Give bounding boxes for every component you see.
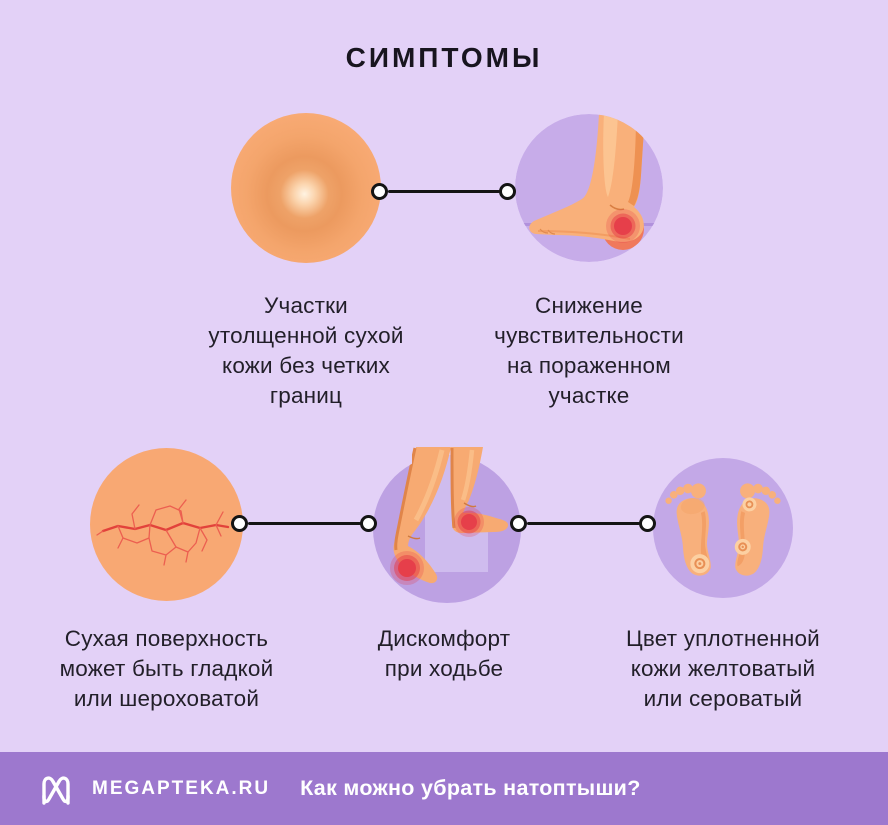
soles-scene-circle [653, 458, 793, 598]
megapteka-logo-icon [42, 775, 70, 805]
brand-name: MEGAPTEKA.RU [92, 777, 271, 799]
front-heel-sore-marker [398, 559, 416, 577]
connector-ring-3a [510, 515, 527, 532]
ball-callus-spot [741, 545, 744, 549]
connector-ring-1a [371, 183, 388, 200]
heel-callus-spot [698, 562, 702, 566]
page-title: СИМПТОМЫ [345, 42, 543, 73]
back-leg [451, 447, 509, 533]
dry-skin-circle [90, 448, 243, 601]
foot-shape [529, 114, 645, 242]
thickened-skin-patch-icon [231, 113, 381, 263]
walking-feet-icon [373, 447, 521, 603]
connector-ring-1b [499, 183, 516, 200]
cracked-dry-skin-icon [90, 448, 243, 601]
symptom-label-discomfort: Дискомфорт при ходьбе [377, 626, 511, 681]
connector-line-2 [248, 522, 361, 525]
symptom-label-skin-color: Цвет уплотненной кожи желтоватый или сер… [626, 626, 820, 711]
left-sole [665, 483, 711, 576]
connector-ring-3b [639, 515, 656, 532]
back-heel-sore-marker [461, 514, 477, 530]
heel-sore-marker [614, 217, 632, 235]
connector-ring-2b [360, 515, 377, 532]
symptom-label-dry-surface: Сухая поверхность может быть гладкой или… [59, 626, 274, 711]
connector-line-3 [527, 522, 640, 525]
connector-ring-2a [231, 515, 248, 532]
symptom-label-sensitivity: Снижение чувствительности на пораженном … [494, 293, 684, 408]
skin-patch-circle [231, 113, 381, 263]
legs [393, 447, 509, 584]
heel-sore-foot-icon [515, 114, 663, 262]
footer-question: Как можно убрать натоптыши? [300, 776, 641, 800]
foot-profile-scene [515, 114, 663, 262]
foot-soles-calluses-icon [653, 458, 793, 598]
footer-bar: MEGAPTEKA.RU Как можно убрать натоптыши? [0, 752, 888, 825]
right-sole [734, 483, 781, 576]
connector-line-1 [388, 190, 500, 193]
symptom-label-patches: Участки утолщенной сухой кожи без четких… [208, 293, 404, 408]
